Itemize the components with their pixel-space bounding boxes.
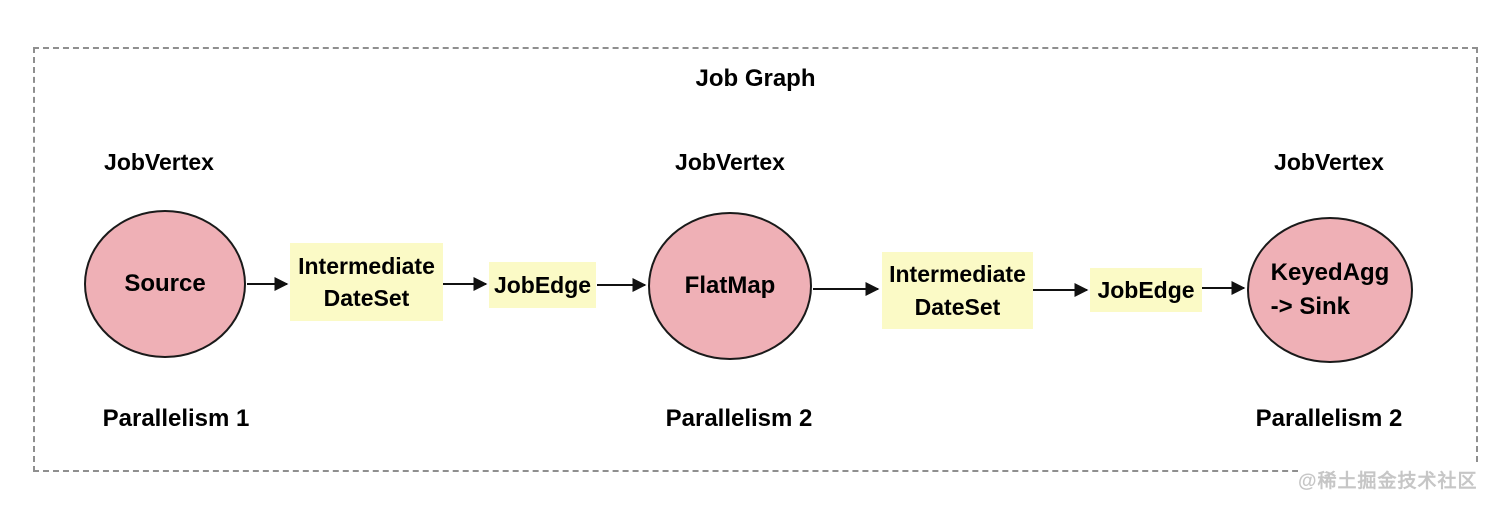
jobvertex-label-flatmap: JobVertex xyxy=(675,149,785,175)
intermediate-dataset-box-1: Intermediate DateSet xyxy=(290,243,443,321)
diagram-title: Job Graph xyxy=(695,65,816,92)
intermediate-dataset-box-2: Intermediate DateSet xyxy=(882,252,1033,329)
parallelism-label-source: Parallelism 1 xyxy=(102,405,250,432)
diagram-dashed-border xyxy=(33,47,1478,472)
jobedge-box-1: JobEdge xyxy=(489,262,596,308)
jobvertex-label-sink: JobVertex xyxy=(1274,149,1384,175)
jobvertex-label-source: JobVertex xyxy=(104,149,214,175)
jobedge-box-2: JobEdge xyxy=(1090,268,1202,312)
vertex-node-keyedagg-sink: KeyedAgg -> Sink xyxy=(1247,217,1413,363)
parallelism-label-sink: Parallelism 2 xyxy=(1255,405,1403,432)
parallelism-label-flatmap: Parallelism 2 xyxy=(665,405,813,432)
vertex-node-source: Source xyxy=(84,210,246,358)
watermark: @稀土掘金技术社区 xyxy=(1298,466,1478,493)
vertex-node-flatmap: FlatMap xyxy=(648,212,812,360)
